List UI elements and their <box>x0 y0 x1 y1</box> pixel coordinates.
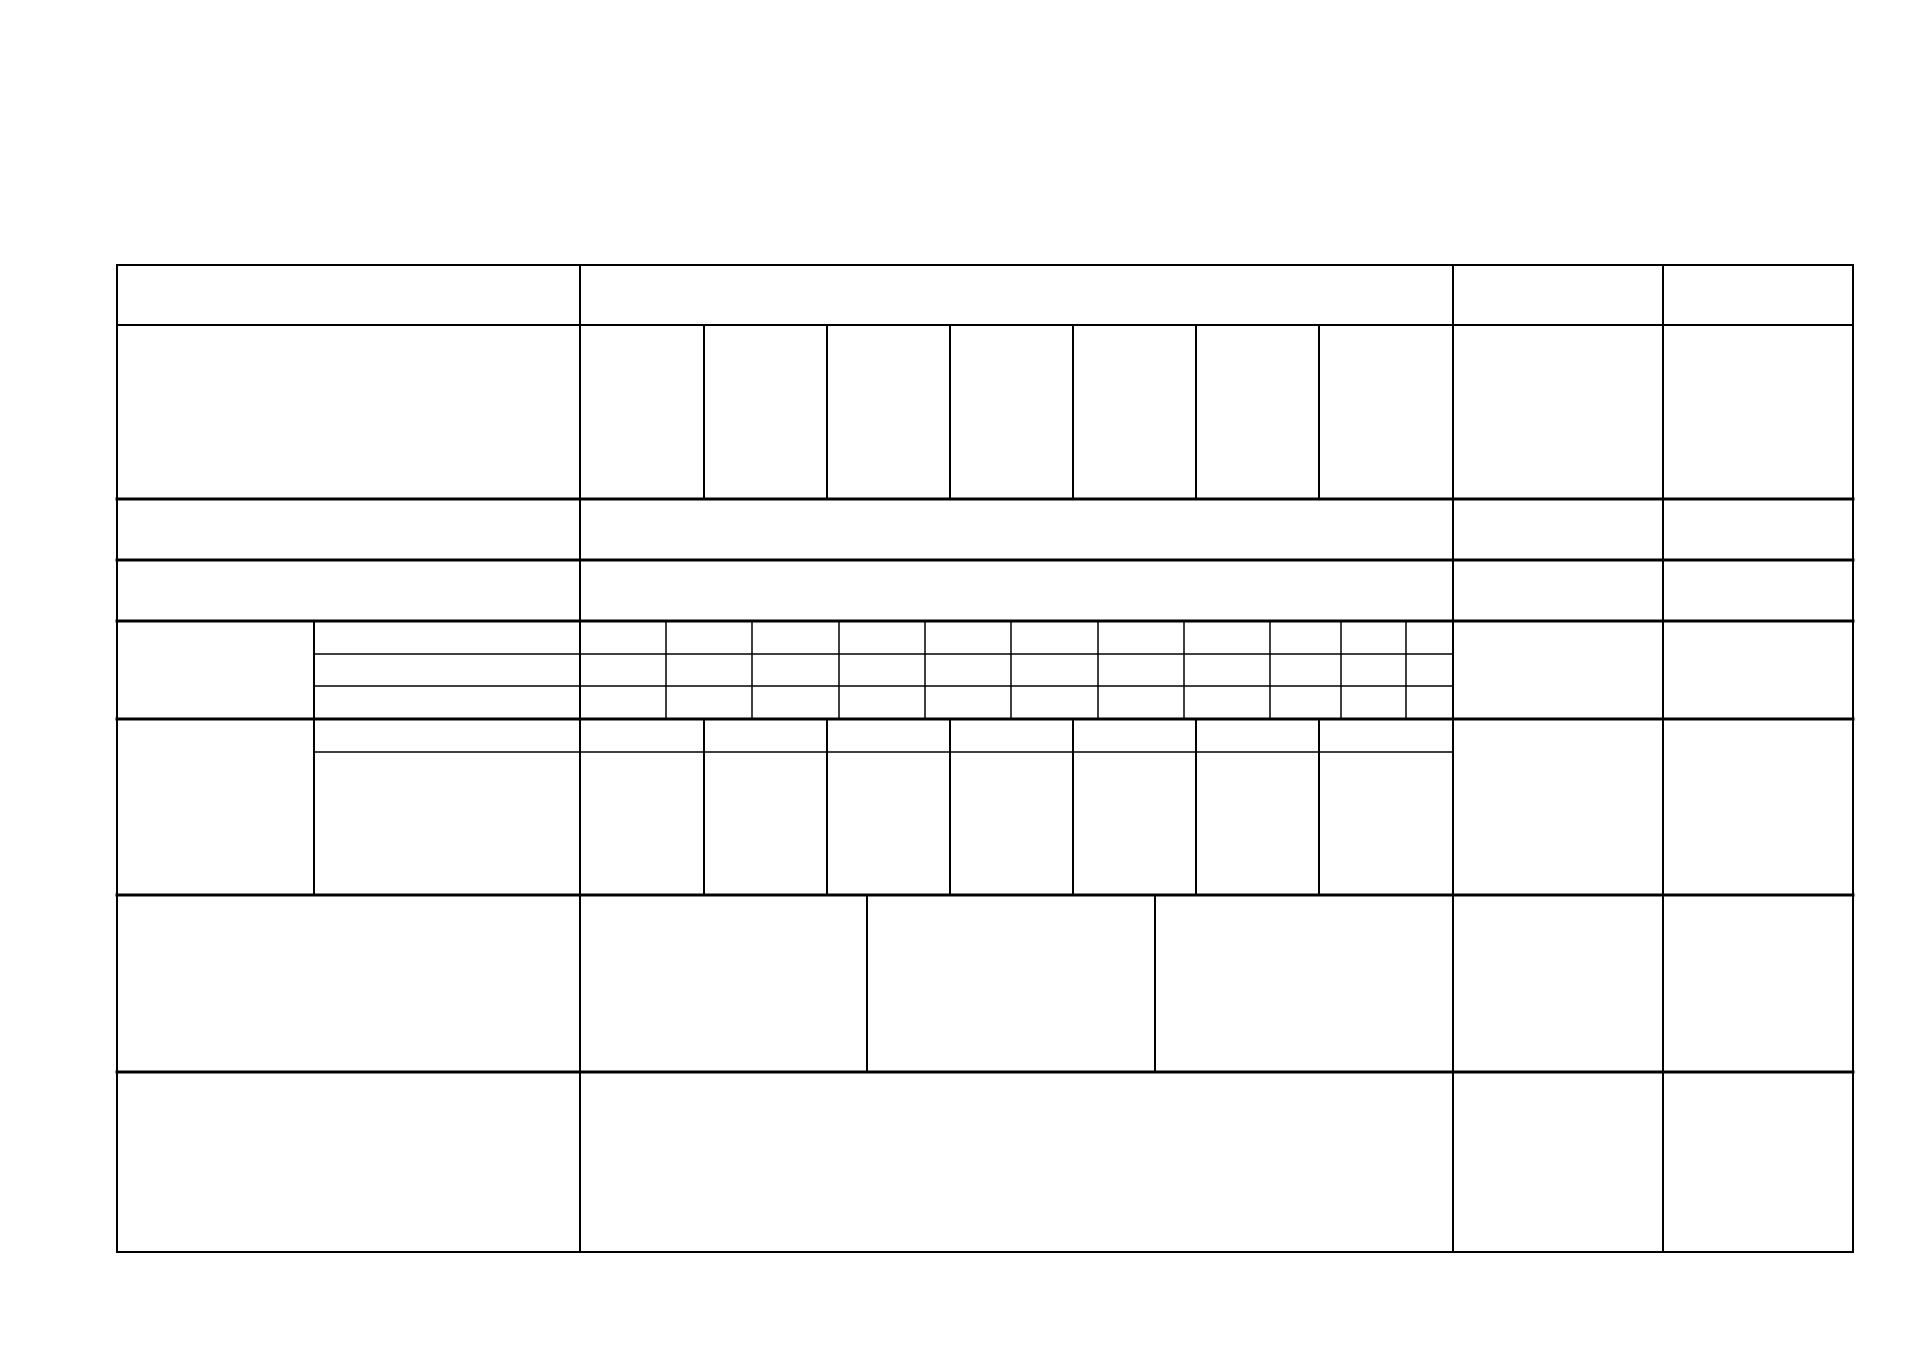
form-grid-lines <box>115 264 1855 1253</box>
